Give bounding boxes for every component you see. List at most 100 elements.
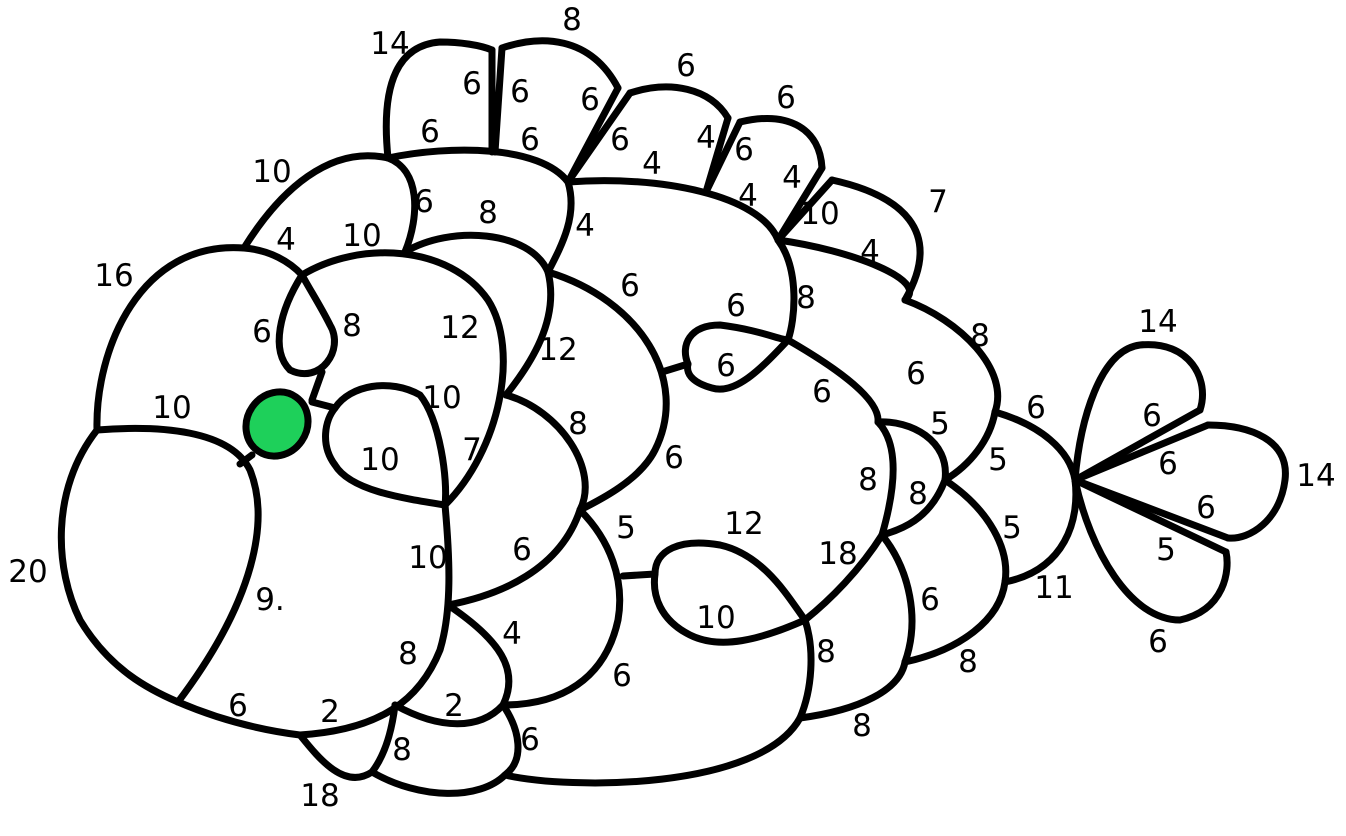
edge-weight-label: 6 <box>812 374 832 410</box>
edge-weight-label: 6 <box>920 582 940 618</box>
edge-weight-label: 8 <box>970 318 990 354</box>
edge <box>626 83 732 122</box>
edge-weight-label: 4 <box>696 120 716 156</box>
edge <box>296 501 453 739</box>
edge-weight-label: 8 <box>478 195 498 231</box>
edge-weight-label: 8 <box>958 644 978 680</box>
edge-weight-label: 6 <box>726 288 746 324</box>
edge <box>941 476 1010 586</box>
edge <box>93 244 306 434</box>
edge-weight-label: 14 <box>370 26 409 62</box>
edge-weight-label: 10 <box>252 154 291 190</box>
edge-weight-label: 6 <box>676 48 696 84</box>
edge-weight-label: 7 <box>462 432 482 468</box>
edge-weight-label: 6 <box>1158 446 1178 482</box>
edge <box>384 146 575 276</box>
edge-weight-label: 6 <box>414 184 434 220</box>
edge <box>564 89 634 186</box>
edge <box>174 698 304 739</box>
edge-weight-label: 6 <box>906 356 926 392</box>
edge-weight-label: 5 <box>988 442 1008 478</box>
edge-weight-label: 12 <box>440 310 479 346</box>
edge <box>874 418 949 484</box>
edge-weight-label: 6 <box>734 132 754 168</box>
edge <box>491 44 506 156</box>
edge <box>275 271 338 378</box>
edge-weight-label: 6 <box>776 80 796 116</box>
edge-weight-label: 10 <box>408 540 447 576</box>
edge-weight-label: 6 <box>610 122 630 158</box>
edge-weight-label: 8 <box>796 280 816 316</box>
edge <box>774 176 836 244</box>
edge <box>57 426 182 706</box>
edge-weight-label: 18 <box>300 778 339 814</box>
edge-weight-label: 14 <box>1138 304 1177 340</box>
edge-weight-label: 4 <box>502 616 522 652</box>
edge-weight-label: 6 <box>1026 390 1046 426</box>
eye-node <box>242 388 312 460</box>
edge <box>774 236 914 304</box>
edge-weight-label: 6 <box>1142 398 1162 434</box>
graph-edges <box>57 37 1289 797</box>
edge-weight-label: 10 <box>696 600 735 636</box>
edge-weight-label: 8 <box>816 634 836 670</box>
edge <box>368 768 509 797</box>
edge-weight-label: 6 <box>664 440 684 476</box>
edge-weight-label: 10 <box>360 442 399 478</box>
edge <box>878 531 916 666</box>
edge-weight-label: 8 <box>568 406 588 442</box>
edge-weight-label: 12 <box>724 506 763 542</box>
edge-weight-label: 8 <box>852 708 872 744</box>
edge-weight-label: 6 <box>1148 624 1168 660</box>
edge <box>499 506 624 709</box>
edge <box>240 152 419 256</box>
edge <box>564 177 798 344</box>
edge-weight-label: 6 <box>1196 490 1216 526</box>
edge <box>736 115 826 172</box>
edge-weight-label: 8 <box>342 308 362 344</box>
edge <box>1071 476 1231 624</box>
edge <box>1204 421 1289 542</box>
edge-weight-label: 6 <box>520 122 540 158</box>
edge-weight-label: 8 <box>392 732 412 768</box>
edge-weight-label: 6 <box>716 348 736 384</box>
edge-weight-label: 10 <box>342 218 381 254</box>
edge <box>1071 421 1212 484</box>
edge <box>1071 341 1206 484</box>
edge-weight-label: 7 <box>928 184 948 220</box>
edge-weight-label: 2 <box>320 694 340 730</box>
edge <box>878 476 949 539</box>
edge-weight-label: 4 <box>860 234 880 270</box>
edge <box>498 37 622 92</box>
edge-weight-label: 6 <box>228 688 248 724</box>
edge-weight-label: 4 <box>575 208 595 244</box>
edge-weight-label: 10 <box>422 380 461 416</box>
edge <box>681 321 792 393</box>
edge-weight-label: 2 <box>444 688 464 724</box>
edge <box>658 360 692 376</box>
edge <box>308 398 339 412</box>
edge-weight-label: 4 <box>642 146 662 182</box>
edge <box>702 118 744 196</box>
edge-weight-label: 6 <box>420 114 440 150</box>
edge-weight-label: 5 <box>930 406 950 442</box>
edge-weight-label: 6 <box>580 82 600 118</box>
edge-weight-label: 5 <box>616 510 636 546</box>
edge-weight-label: 8 <box>858 462 878 498</box>
edge-weight-label: 6 <box>512 532 532 568</box>
edge <box>784 336 882 426</box>
edge-weight-label: 8 <box>562 2 582 38</box>
edge-weight-label: 4 <box>738 178 758 214</box>
edge-weight-label: 5 <box>1156 532 1176 568</box>
edge-weight-label: 16 <box>94 258 133 294</box>
edge <box>828 176 924 304</box>
edge <box>444 391 589 609</box>
edge-weight-label: 6 <box>510 74 530 110</box>
edge-weight-label: 9. <box>255 582 285 618</box>
edge-weight-label: 6 <box>462 66 482 102</box>
edge <box>796 658 909 722</box>
edge-weight-label: 6 <box>252 314 272 350</box>
edge <box>544 268 670 514</box>
